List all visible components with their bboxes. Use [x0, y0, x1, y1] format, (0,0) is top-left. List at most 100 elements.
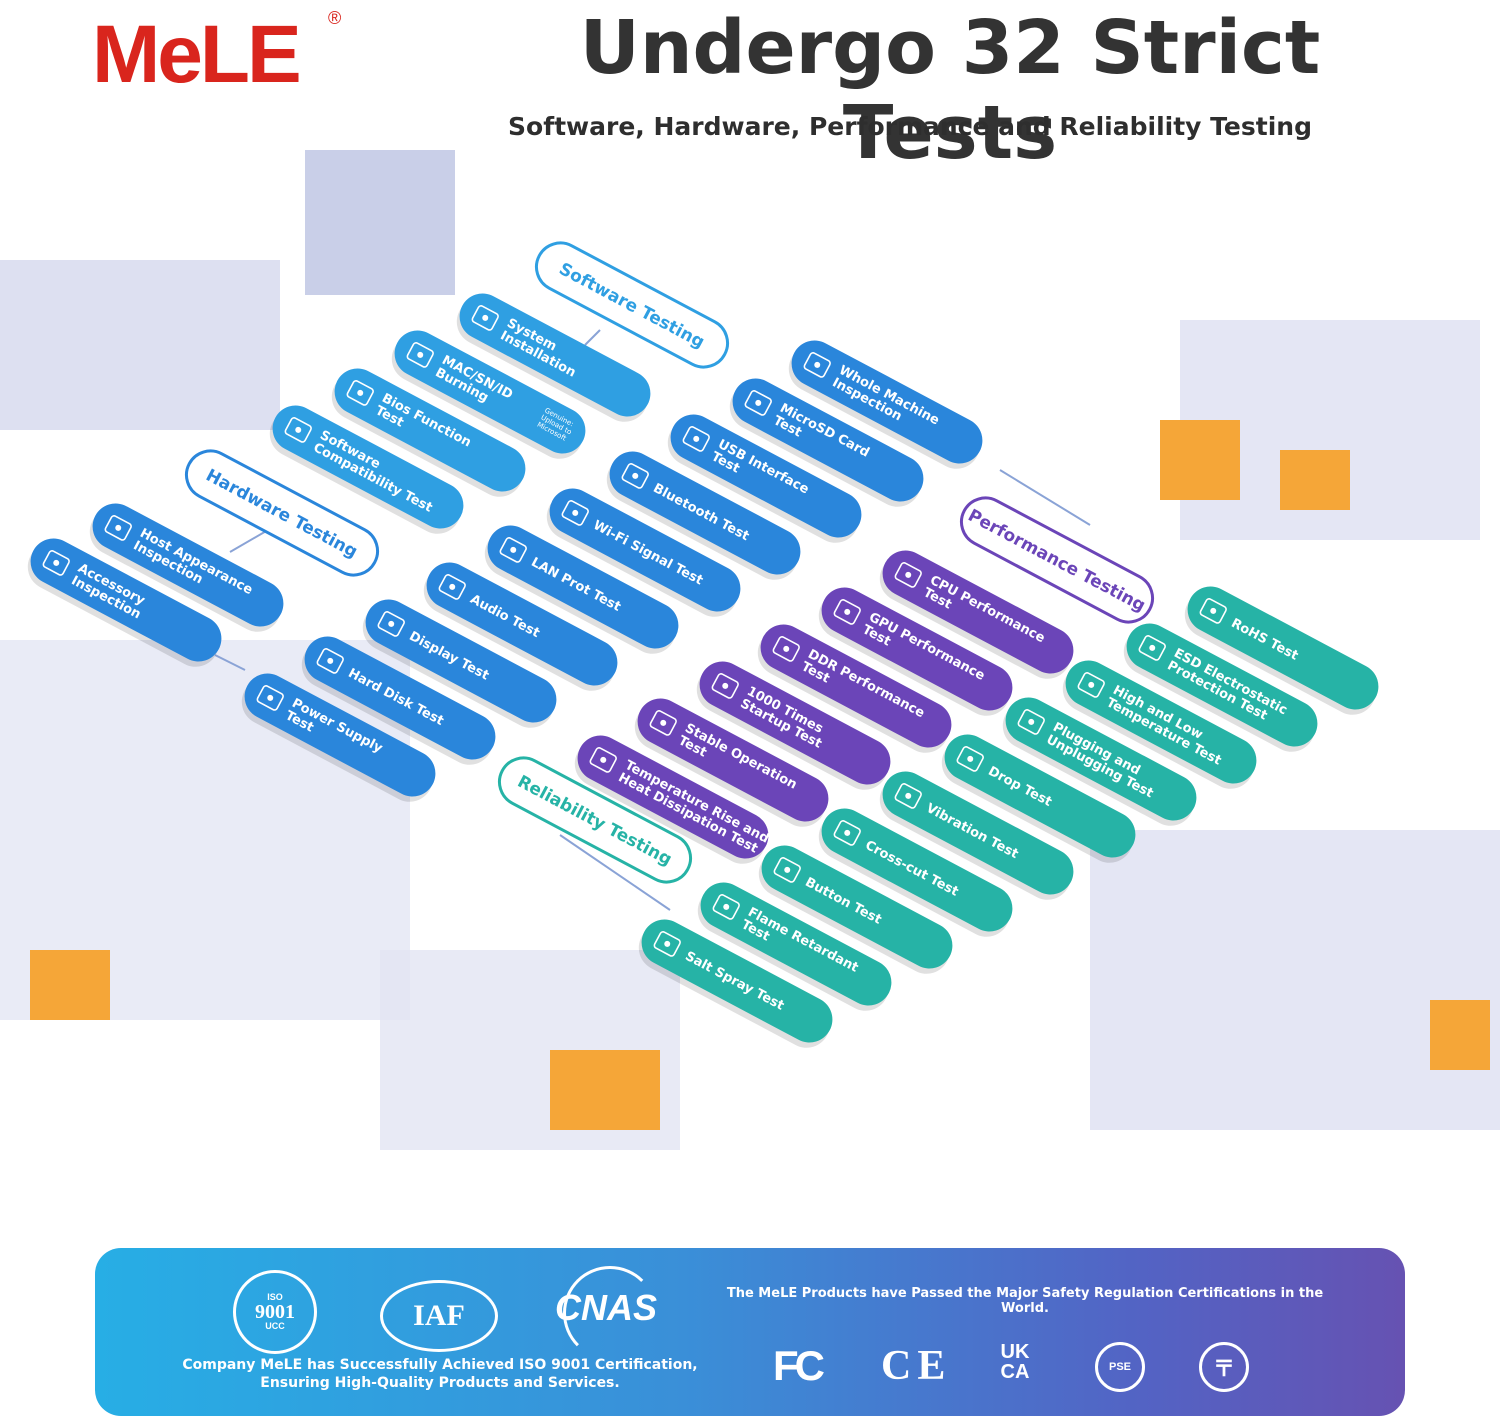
test-item-pill [334, 368, 526, 492]
category-outline [497, 756, 693, 884]
test-item: Salt Spray Test [638, 919, 833, 1048]
test-item-pill [394, 330, 586, 454]
boxes-decor [1430, 1000, 1490, 1070]
boxes-decor [1280, 450, 1350, 510]
test-item-pill [791, 340, 983, 464]
test-item-pill [882, 771, 1074, 895]
flame-icon [712, 894, 740, 920]
registered-mark: ® [328, 8, 342, 28]
test-item-pill [30, 538, 222, 662]
network-icon [499, 537, 527, 563]
assembly-line-decor [0, 260, 280, 430]
iso-9001-seal: ISO 9001 UCC [233, 1270, 317, 1354]
test-item-pill [609, 451, 801, 575]
rohs-icon [1199, 598, 1227, 624]
flow-connector [584, 329, 601, 346]
hard-disk-icon [316, 648, 344, 674]
test-item-pill [487, 525, 679, 649]
test-item-pill [92, 503, 284, 627]
category-outline [184, 449, 380, 577]
conveyor-decor [1090, 830, 1500, 1130]
cnas-ring [563, 1266, 657, 1360]
iaf-seal: IAF [380, 1280, 498, 1352]
certification-banner: ISO 9001 UCC IAF CNAS Company MeLE has S… [95, 1248, 1405, 1416]
grid-icon [833, 820, 861, 846]
iso-seal-top: ISO [267, 1292, 283, 1302]
test-item: Hard Disk Test [301, 636, 496, 765]
page-title: Undergo 32 Strict Tests [579, 5, 1321, 177]
flow-connector [999, 469, 1091, 526]
test-item-pill [637, 698, 829, 822]
sd-card-icon [744, 390, 772, 416]
test-item-pill [700, 882, 892, 1006]
flow-connector [559, 834, 671, 911]
test-item-pill [1187, 586, 1379, 710]
test-item-pill [761, 845, 953, 969]
flow-connector [214, 654, 246, 671]
test-item-pill [1005, 697, 1197, 821]
pse-mark: PSE [1095, 1342, 1145, 1392]
test-item-pill [699, 661, 891, 785]
safety-certification-note: The MeLE Products have Passed the Major … [726, 1286, 1324, 1316]
iso-note-line-2: Ensuring High-Quality Products and Servi… [260, 1375, 620, 1392]
monitor-icon [377, 611, 405, 637]
test-item-pill [821, 808, 1013, 932]
cpu-icon [894, 562, 922, 588]
inspection-icon [104, 515, 132, 541]
category-outline [534, 241, 730, 369]
esd-icon [1138, 635, 1166, 661]
plug-icon [1017, 709, 1045, 735]
factory-decor [0, 150, 1500, 1150]
bluetooth-icon [621, 463, 649, 489]
iso-certification-note: Company MeLE has Successfully Achieved I… [175, 1356, 705, 1392]
test-item-pill [670, 414, 862, 538]
test-item-pill [244, 673, 436, 797]
category-outline [959, 496, 1155, 624]
windows-icon [471, 305, 499, 331]
power-plug-icon [256, 685, 284, 711]
flow-connector [229, 529, 269, 553]
test-item-pill [549, 488, 741, 612]
flow-arrows [214, 329, 1091, 911]
mele-logo: MeLE ® [92, 8, 341, 96]
wifi-icon [561, 500, 589, 526]
test-item-pill [882, 550, 1074, 674]
heat-icon [589, 747, 617, 773]
test-item-pill [732, 378, 924, 502]
test-item-pill [944, 734, 1136, 858]
button-icon [773, 857, 801, 883]
fcc-mark: FC [773, 1342, 825, 1389]
vibration-icon [894, 783, 922, 809]
drop-icon [956, 746, 984, 772]
boxes-decor [30, 950, 110, 1020]
ukca-top: UK [1000, 1341, 1030, 1363]
logo-text: MeLE [92, 9, 302, 100]
thermometer-icon [1077, 672, 1105, 698]
gpu-icon [833, 599, 861, 625]
code-icon [346, 380, 374, 406]
cnas-logo: CNAS [554, 1287, 657, 1328]
headphones-icon [438, 574, 466, 600]
test-item: RoHS Test [1184, 586, 1379, 715]
test-item: Drop Test [941, 734, 1136, 863]
ukca-mark: UK CA [993, 1342, 1037, 1382]
test-item-pill [821, 587, 1013, 711]
magnifier-icon [803, 352, 831, 378]
test-item-pill [426, 562, 618, 686]
control-room-decor [305, 150, 455, 295]
iso-seal-number: 9001 [255, 1301, 295, 1323]
power-icon [711, 673, 739, 699]
test-item-pill [760, 624, 952, 748]
test-item-pill [641, 919, 833, 1043]
boxes-decor [550, 1050, 660, 1130]
test-item-pill [304, 636, 496, 760]
test-item-pill [272, 405, 464, 529]
test-item-pill [1126, 623, 1318, 747]
ukca-bottom: CA [1000, 1361, 1030, 1383]
usb-icon [682, 426, 710, 452]
gear-icon [284, 417, 312, 443]
spray-icon [653, 931, 681, 957]
